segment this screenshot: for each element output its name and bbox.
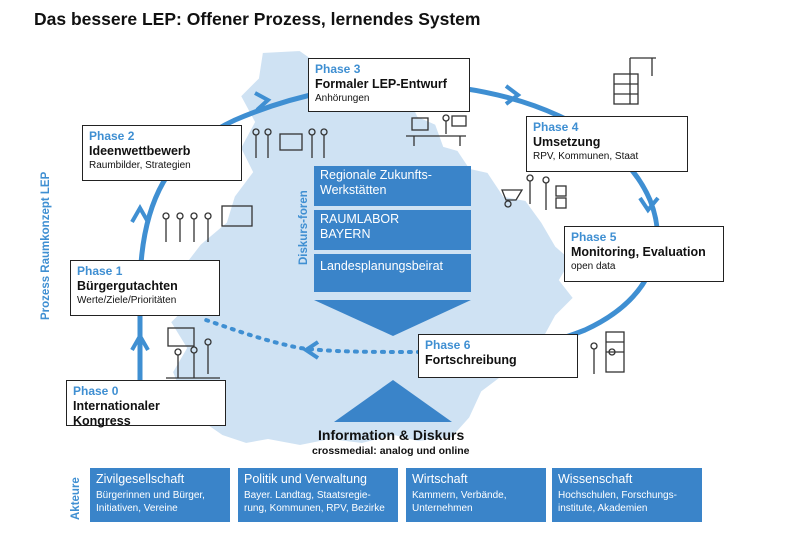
- process-side-label: Prozess Raumkonzept LEP: [40, 171, 52, 320]
- phase-3-sub: Anhörungen: [315, 93, 370, 104]
- arrow-left-phase6: [302, 340, 320, 360]
- phase-4-box: Phase 4 Umsetzung RPV, Kommunen, Staat: [526, 116, 688, 172]
- forum-1-line2: Werkstätten: [320, 183, 387, 197]
- arrow-up-phase0: [130, 331, 150, 351]
- actor-civil-society: Zivilgesellschaft Bürgerinnen und Bürger…: [90, 468, 230, 522]
- phase-2-sub: Raumbilder, Strategien: [89, 160, 191, 171]
- phase-3-number: Phase 3: [315, 62, 361, 76]
- people-building-icon: [590, 331, 625, 374]
- forum-2-line1: RAUMLABOR: [320, 212, 400, 226]
- phase-2-box: Phase 2 Ideenwettbewerb Raumbilder, Stra…: [82, 125, 242, 181]
- page-title: Das bessere LEP: Offener Prozess, lernen…: [34, 9, 481, 29]
- actor-3-line2: Unternehmen: [412, 503, 473, 514]
- forum-side-label: Diskurs-foren: [298, 190, 310, 265]
- phase-4-number: Phase 4: [533, 120, 579, 134]
- actor-4-name: Wissenschaft: [558, 472, 633, 486]
- forum-raumlabor: RAUMLABOR BAYERN: [314, 210, 471, 250]
- info-discourse-subtitle: crossmedial: analog und online: [312, 445, 470, 457]
- forum-down-triangle: [314, 300, 471, 336]
- arrow-right-phase4: [504, 84, 522, 106]
- phase-1-name: Bürgergutachten: [77, 279, 178, 293]
- actor-1-name: Zivilgesellschaft: [96, 472, 185, 486]
- actor-1-line2: Initiativen, Vereine: [96, 503, 178, 514]
- phase-3-name: Formaler LEP-Entwurf: [315, 77, 447, 91]
- phase-4-name: Umsetzung: [533, 135, 601, 149]
- actor-4-line1: Hochschulen, Forschungs-: [558, 490, 677, 501]
- actor-science: Wissenschaft Hochschulen, Forschungs- in…: [552, 468, 702, 522]
- phase-4-sub: RPV, Kommunen, Staat: [533, 151, 639, 162]
- presentation-icon: [166, 327, 220, 379]
- office-desk-icon: [406, 114, 467, 146]
- phase-2-name: Ideenwettbewerb: [89, 144, 191, 158]
- forum-3-line1: Landesplanungsbeirat: [320, 259, 444, 273]
- phase-1-sub: Werte/Ziele/Prioritäten: [77, 295, 177, 306]
- phase-2-number: Phase 2: [89, 129, 135, 143]
- phase-0-box: Phase 0 Internationaler Kongress: [66, 380, 226, 428]
- actor-3-line1: Kammern, Verbände,: [412, 490, 507, 501]
- phase-0-number: Phase 0: [73, 384, 119, 398]
- forum-landesplanungsbeirat: Landesplanungsbeirat: [314, 254, 471, 292]
- actor-4-line2: institute, Akademien: [558, 503, 648, 514]
- actor-economy: Wirtschaft Kammern, Verbände, Unternehme…: [406, 468, 546, 522]
- actor-2-line1: Bayer. Landtag, Staatsregie-: [244, 490, 371, 501]
- info-up-triangle: [334, 380, 452, 422]
- actor-politics: Politik und Verwaltung Bayer. Landtag, S…: [238, 468, 398, 522]
- phase-3-box: Phase 3 Formaler LEP-Entwurf Anhörungen: [308, 58, 470, 112]
- phase-5-sub: open data: [571, 261, 616, 272]
- actor-3-name: Wirtschaft: [412, 472, 468, 486]
- info-discourse-title: Information & Diskurs: [318, 427, 465, 443]
- forum-1-line1: Regionale Zukunfts-: [320, 168, 432, 182]
- forum-regional-workshops: Regionale Zukunfts- Werkstätten: [314, 166, 471, 206]
- worker-wheelbarrow-icon: [501, 174, 567, 210]
- phase-1-number: Phase 1: [77, 264, 123, 278]
- actor-2-name: Politik und Verwaltung: [244, 472, 367, 486]
- phase-0-name: Internationaler Kongress: [73, 399, 160, 428]
- phase-5-box: Phase 5 Monitoring, Evaluation open data: [564, 226, 724, 282]
- group-whiteboard-icon: [252, 128, 328, 158]
- feedback-dotted-line: [198, 316, 422, 354]
- phase-1-box: Phase 1 Bürgergutachten Werte/Ziele/Prio…: [70, 260, 220, 316]
- actor-1-line1: Bürgerinnen und Bürger,: [96, 490, 205, 501]
- phase-6-box: Phase 6 Fortschreibung: [418, 334, 578, 378]
- phase-5-name: Monitoring, Evaluation: [571, 245, 706, 259]
- arrow-up-phase1: [130, 203, 150, 223]
- construction-site-icon: [613, 57, 656, 105]
- forum-2-line2: BAYERN: [320, 227, 371, 241]
- phase-5-number: Phase 5: [571, 230, 617, 244]
- arrow-right-phase3: [254, 91, 272, 112]
- actor-2-line2: rung, Kommunen, RPV, Bezirke: [244, 503, 385, 514]
- phase-6-name: Fortschreibung: [425, 353, 517, 367]
- arrow-down-phase5: [638, 196, 660, 214]
- actors-side-label: Akteure: [70, 477, 82, 520]
- phase-6-number: Phase 6: [425, 338, 471, 352]
- people-meeting-icon: [162, 205, 253, 242]
